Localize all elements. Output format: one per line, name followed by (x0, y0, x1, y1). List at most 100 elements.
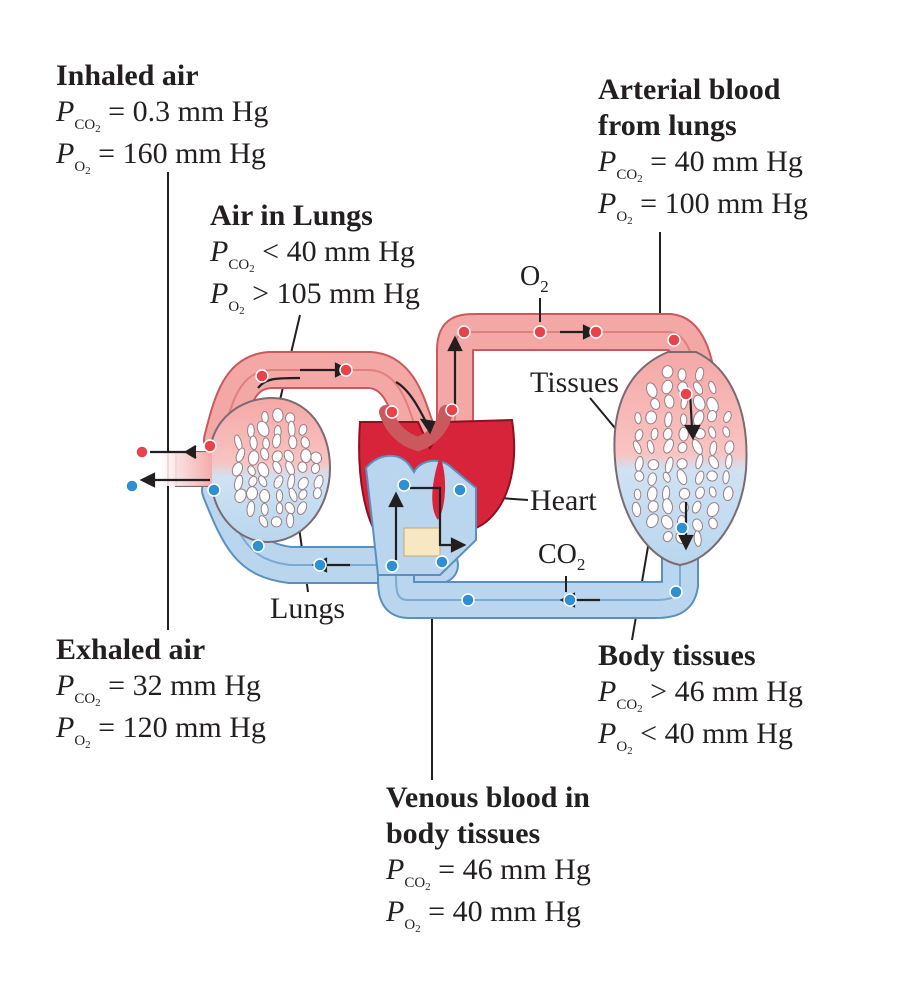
cell-shape (662, 427, 673, 441)
cell-shape (234, 488, 247, 503)
body-tissues-pco2: PCO2 > 46 mm Hg (598, 675, 803, 715)
cell-shape (722, 470, 730, 485)
venous-blood-po2: PO2 = 40 mm Hg (386, 895, 581, 935)
cell-shape (275, 489, 284, 503)
oxygen-dots (135, 325, 693, 459)
cell-shape (693, 381, 704, 395)
cell-shape (662, 530, 673, 543)
cell-shape (650, 398, 661, 410)
cell-shape (259, 489, 271, 504)
cell-shape (273, 475, 284, 489)
exhaled-air-po2: PO2 = 120 mm Hg (56, 711, 266, 751)
cell-shape (260, 502, 269, 516)
arterial-blood-title-1: Arterial blood (598, 73, 781, 106)
cell-shape (310, 451, 323, 464)
cell-shape (676, 469, 688, 486)
inhaled-air-title: Inhaled air (56, 59, 199, 92)
cell-shape (647, 459, 660, 471)
cell-shape (288, 435, 298, 450)
cell-shape (634, 412, 642, 425)
cell-shape (272, 460, 283, 474)
carbon-dioxide-dots (125, 478, 689, 607)
cell-shape (679, 413, 688, 427)
venous-blood-title-2: body tissues (386, 817, 541, 850)
arterial-blood-po2: PO2 = 100 mm Hg (598, 187, 808, 227)
lungs (160, 396, 332, 544)
cell-shape (284, 501, 296, 515)
cell-shape (645, 410, 658, 425)
cell-shape (297, 461, 308, 473)
cell-shape (275, 502, 284, 515)
inhaled-air-po2: PO2 = 160 mm Hg (56, 137, 266, 177)
cell-shape (722, 486, 734, 502)
cell-shape (260, 447, 270, 461)
cell-shape (249, 435, 258, 451)
cell-shape (708, 380, 717, 395)
cell-shape (247, 423, 255, 438)
cell-shape (662, 498, 673, 515)
cell-shape (632, 440, 642, 455)
cell-shape (662, 471, 671, 483)
cell-shape (262, 437, 270, 450)
cell-shape (634, 470, 645, 482)
cell-shape (695, 366, 705, 382)
cell-shape (706, 502, 720, 518)
cell-shape (677, 441, 688, 454)
body-tissue-bed (613, 351, 748, 567)
cell-shape (246, 486, 259, 501)
cell-shape (272, 433, 282, 449)
cell-shape (633, 488, 642, 501)
cell-shape (722, 426, 731, 438)
venous-blood-pco2: PCO2 = 46 mm Hg (386, 853, 591, 893)
cell-shape (646, 513, 659, 529)
cell-shape (257, 462, 270, 478)
venous-blood-title-1: Venous blood in (386, 781, 590, 814)
cell-shape (247, 465, 256, 477)
cell-shape (288, 487, 298, 503)
arterial-blood-block: Arterial blood from lungs PCO2 = 40 mm H… (598, 72, 808, 228)
cell-shape (248, 475, 258, 487)
heart-shape (358, 405, 516, 576)
body-tissues-block: Body tissues PCO2 > 46 mm Hg PO2 < 40 mm… (598, 638, 803, 758)
cell-shape (724, 440, 735, 455)
cell-shape (258, 515, 269, 528)
cell-shape (246, 500, 256, 518)
inhaled-air-block: Inhaled air PCO2 = 0.3 mm Hg PO2 = 160 m… (56, 58, 268, 178)
cell-shape (725, 453, 733, 470)
cell-shape (297, 476, 309, 490)
cell-shape (650, 427, 659, 441)
cell-shape (256, 420, 270, 437)
cell-shape (286, 512, 295, 529)
body-tissues-title: Body tissues (598, 639, 756, 672)
cell-shape (247, 450, 260, 466)
cell-shape (693, 530, 702, 547)
cell-shape (312, 487, 322, 500)
cell-shape (661, 379, 674, 395)
heart-label: Heart (530, 484, 597, 517)
inhaled-air-pco2: PCO2 = 0.3 mm Hg (56, 95, 269, 135)
cell-shape (678, 426, 689, 442)
venous-blood-block: Venous blood in body tissues PCO2 = 46 m… (386, 780, 591, 936)
oxygen-label: O2 (520, 261, 549, 297)
cell-shape (708, 486, 717, 498)
air-in-lungs-block: Air in Lungs PCO2 < 40 mm Hg PO2 > 105 m… (210, 198, 420, 318)
cell-shape (664, 394, 675, 409)
exhaled-air-block: Exhaled air PCO2 = 32 mm Hg PO2 = 120 mm… (56, 632, 266, 752)
cell-shape (660, 515, 674, 530)
cell-shape (706, 410, 718, 423)
cell-shape (300, 448, 312, 464)
cell-shape (233, 474, 244, 492)
cell-shape (691, 500, 702, 514)
cell-shape (634, 428, 644, 442)
cell-shape (692, 518, 704, 532)
cell-shape (695, 486, 705, 499)
cell-shape (647, 500, 659, 513)
air-in-lungs-pco2: PCO2 < 40 mm Hg (210, 235, 415, 275)
cell-shape (298, 424, 308, 436)
cell-shape (283, 449, 295, 463)
cell-shape (231, 462, 244, 477)
cell-shape (706, 470, 718, 482)
cell-shape (300, 436, 310, 449)
cell-shape (270, 516, 283, 528)
